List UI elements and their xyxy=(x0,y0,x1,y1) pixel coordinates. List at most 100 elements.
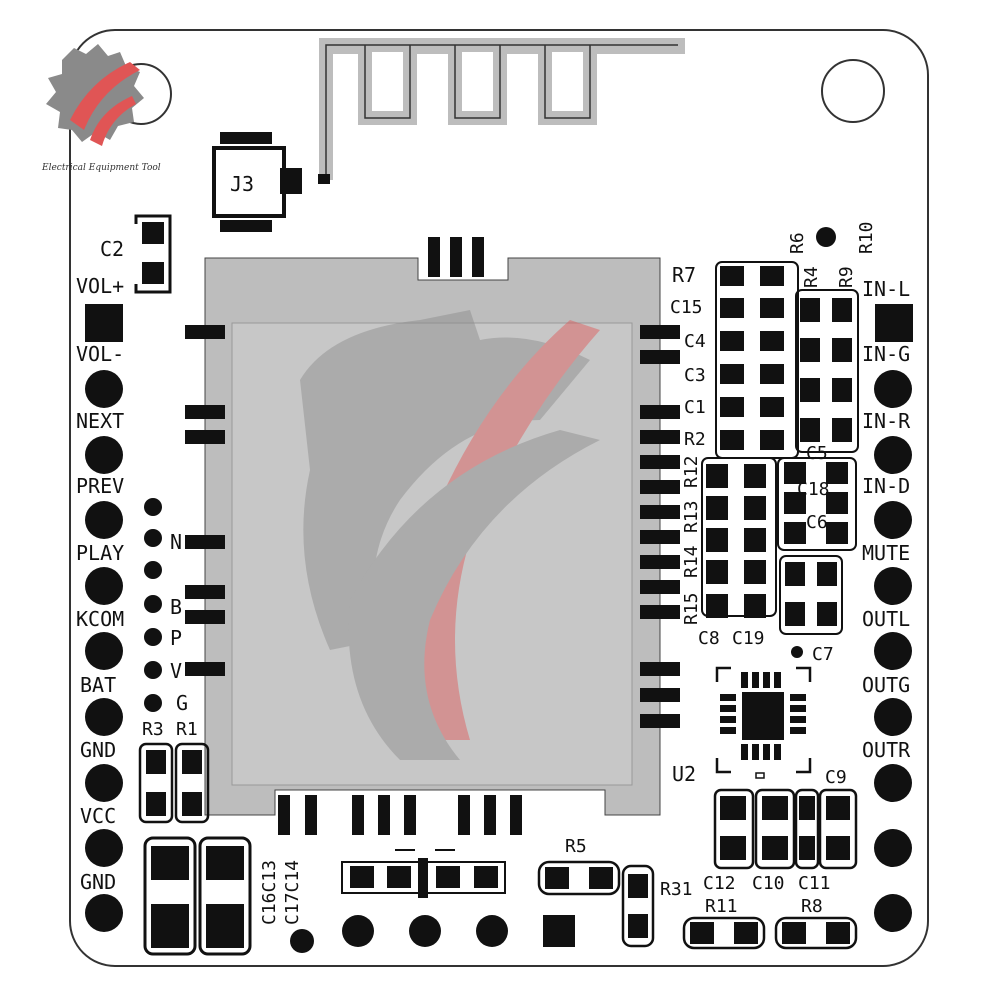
pad-round xyxy=(290,929,314,953)
pin-pad xyxy=(85,829,123,867)
pin-pad xyxy=(874,567,912,605)
pin-pad xyxy=(874,632,912,670)
switch-pad xyxy=(436,866,460,888)
u2-pins xyxy=(720,672,806,760)
pin-label-play: PLAY xyxy=(76,541,124,565)
pin-pad xyxy=(874,764,912,802)
test-point xyxy=(144,529,162,547)
test-point xyxy=(144,628,162,646)
r5-pad xyxy=(589,867,613,889)
r3-pad xyxy=(146,750,166,774)
switch-pad xyxy=(474,866,498,888)
module-pad xyxy=(185,585,225,599)
passive-array-right xyxy=(701,261,859,635)
pin-pad xyxy=(85,764,123,802)
c4-label: C4 xyxy=(684,331,706,352)
tp-label-b: B xyxy=(170,595,182,619)
module-shield xyxy=(231,322,633,786)
r8-label: R8 xyxy=(801,896,823,917)
c1-label: C1 xyxy=(684,397,706,418)
pin-pad xyxy=(85,567,123,605)
test-point xyxy=(144,694,162,712)
r31-label: R31 xyxy=(660,879,693,900)
r12-label: R12 xyxy=(681,455,702,488)
module-pad xyxy=(510,795,522,835)
c2-pad xyxy=(142,262,164,284)
cap-group-bottom xyxy=(713,788,858,870)
test-point xyxy=(816,227,836,247)
pin-pad xyxy=(85,501,123,539)
c3-label: C3 xyxy=(684,365,706,386)
r10-label: R10 xyxy=(856,221,877,254)
r6-label: R6 xyxy=(787,232,808,254)
pin-label-bat: BAT xyxy=(80,673,116,697)
module-pad xyxy=(640,530,680,544)
module-pad xyxy=(185,535,225,549)
module-pad xyxy=(458,795,470,835)
module-pad xyxy=(185,325,225,339)
pin-label-outl: OUTL xyxy=(862,607,910,631)
module-pad xyxy=(185,610,225,624)
module-pad xyxy=(185,405,225,419)
mounting-hole-right xyxy=(821,59,885,123)
r3-outline xyxy=(138,742,174,824)
test-point xyxy=(144,661,162,679)
j3-label: J3 xyxy=(230,172,254,196)
cap-c17-outline xyxy=(198,836,252,956)
module-pad xyxy=(428,237,440,277)
antenna-outline xyxy=(325,44,678,180)
c7-label: C7 xyxy=(812,644,834,665)
pin-pad xyxy=(85,894,123,932)
pin-label-mute: MUTE xyxy=(862,541,910,565)
r31-pad xyxy=(628,914,648,938)
r3-label: R3 xyxy=(142,719,164,740)
cap-pad xyxy=(151,904,189,948)
c5-label: C5 xyxy=(806,443,828,464)
pin-label-kcom: KCOM xyxy=(76,607,124,631)
pad-square xyxy=(543,915,575,947)
module-pad xyxy=(484,795,496,835)
pin-square xyxy=(875,304,913,342)
u2-corners xyxy=(715,666,812,774)
r11-outline xyxy=(682,916,766,950)
module-pad xyxy=(278,795,290,835)
module-pad xyxy=(640,430,680,444)
pin-label-in-g: IN-G xyxy=(862,342,910,366)
r5-label: R5 xyxy=(565,836,587,857)
logo-caption: Electrical Equipment Tool xyxy=(42,163,161,173)
c11-label: C11 xyxy=(798,873,831,894)
tp-label-g: G xyxy=(176,691,188,715)
module-pad xyxy=(640,350,680,364)
module-pad xyxy=(640,580,680,594)
pin-label-next: NEXT xyxy=(76,409,124,433)
r1-pad xyxy=(182,792,202,816)
c10-label: C10 xyxy=(752,873,785,894)
pin-label-in-r: IN-R xyxy=(862,409,911,433)
c18-label: C18 xyxy=(797,479,830,500)
r11-pad xyxy=(734,922,758,944)
pin-label-outr: OUTR xyxy=(862,738,911,762)
j3-pad-side xyxy=(280,168,302,194)
pin-label-vol-plus: VOL+ xyxy=(76,274,124,298)
pin-label-gnd: GND xyxy=(80,738,116,762)
tp-label-p: P xyxy=(170,626,182,650)
r8-pad xyxy=(782,922,806,944)
c16c13-label: C16C13 xyxy=(259,860,280,925)
r1-label: R1 xyxy=(176,719,198,740)
c9-label: C9 xyxy=(825,767,847,788)
u2-label: U2 xyxy=(672,762,696,786)
pin-pad xyxy=(874,829,912,867)
r8-pad xyxy=(826,922,850,944)
pin-pad xyxy=(874,698,912,736)
pad-round xyxy=(342,915,374,947)
c6-label: C6 xyxy=(806,512,828,533)
r1-outline xyxy=(174,742,210,824)
tp-label-v: V xyxy=(170,659,182,683)
antenna-pad xyxy=(318,174,330,184)
pin-square xyxy=(85,304,123,342)
module-pad xyxy=(450,237,462,277)
c19-label: C19 xyxy=(732,628,765,649)
switch-outline xyxy=(341,861,506,894)
u2-die xyxy=(742,692,784,740)
r3-pad xyxy=(146,792,166,816)
